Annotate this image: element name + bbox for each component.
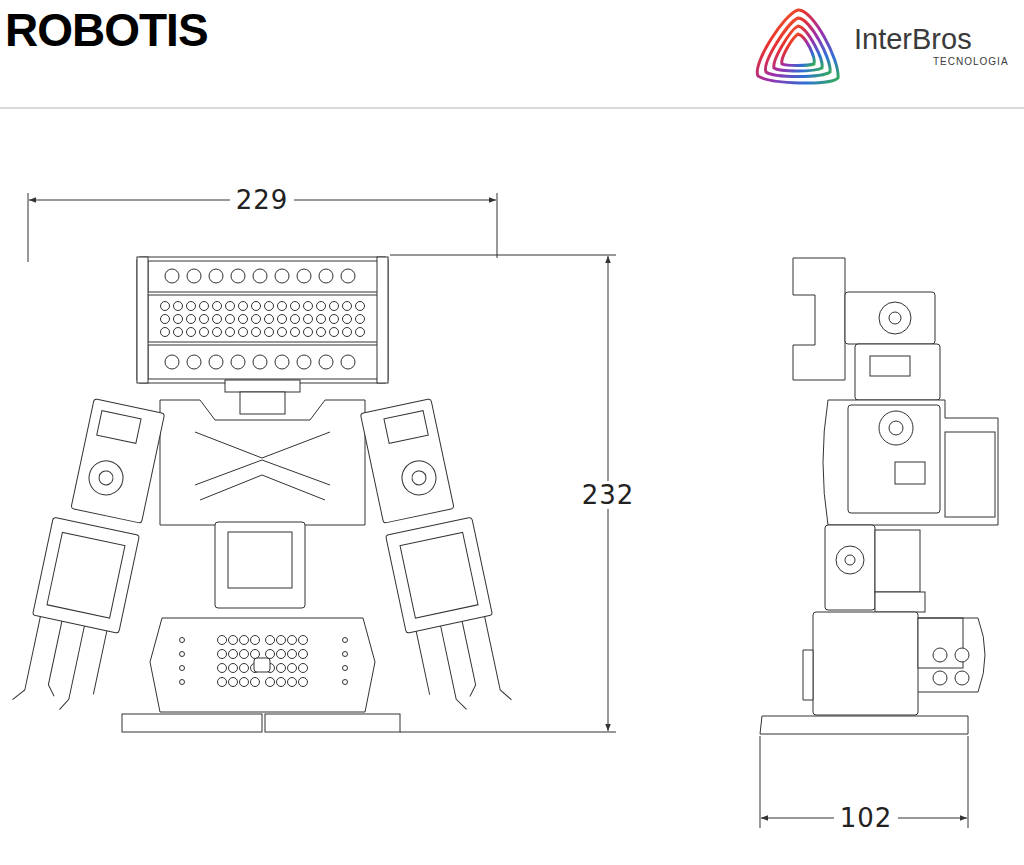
logo-mark (757, 10, 838, 83)
brand-logo: InterBros (854, 24, 972, 56)
dimension-lines (28, 193, 968, 828)
dimension-value: 102 (834, 804, 899, 833)
brand-logo: ROBOTIS (5, 5, 208, 56)
dimension-value: 232 (576, 481, 641, 510)
brand-tagline: TECNOLOGIA (933, 56, 1009, 67)
robot-side-view (760, 258, 998, 734)
header-rule (0, 107, 1024, 109)
robot-front-view (12, 257, 511, 732)
dimension-value: 229 (230, 186, 295, 215)
